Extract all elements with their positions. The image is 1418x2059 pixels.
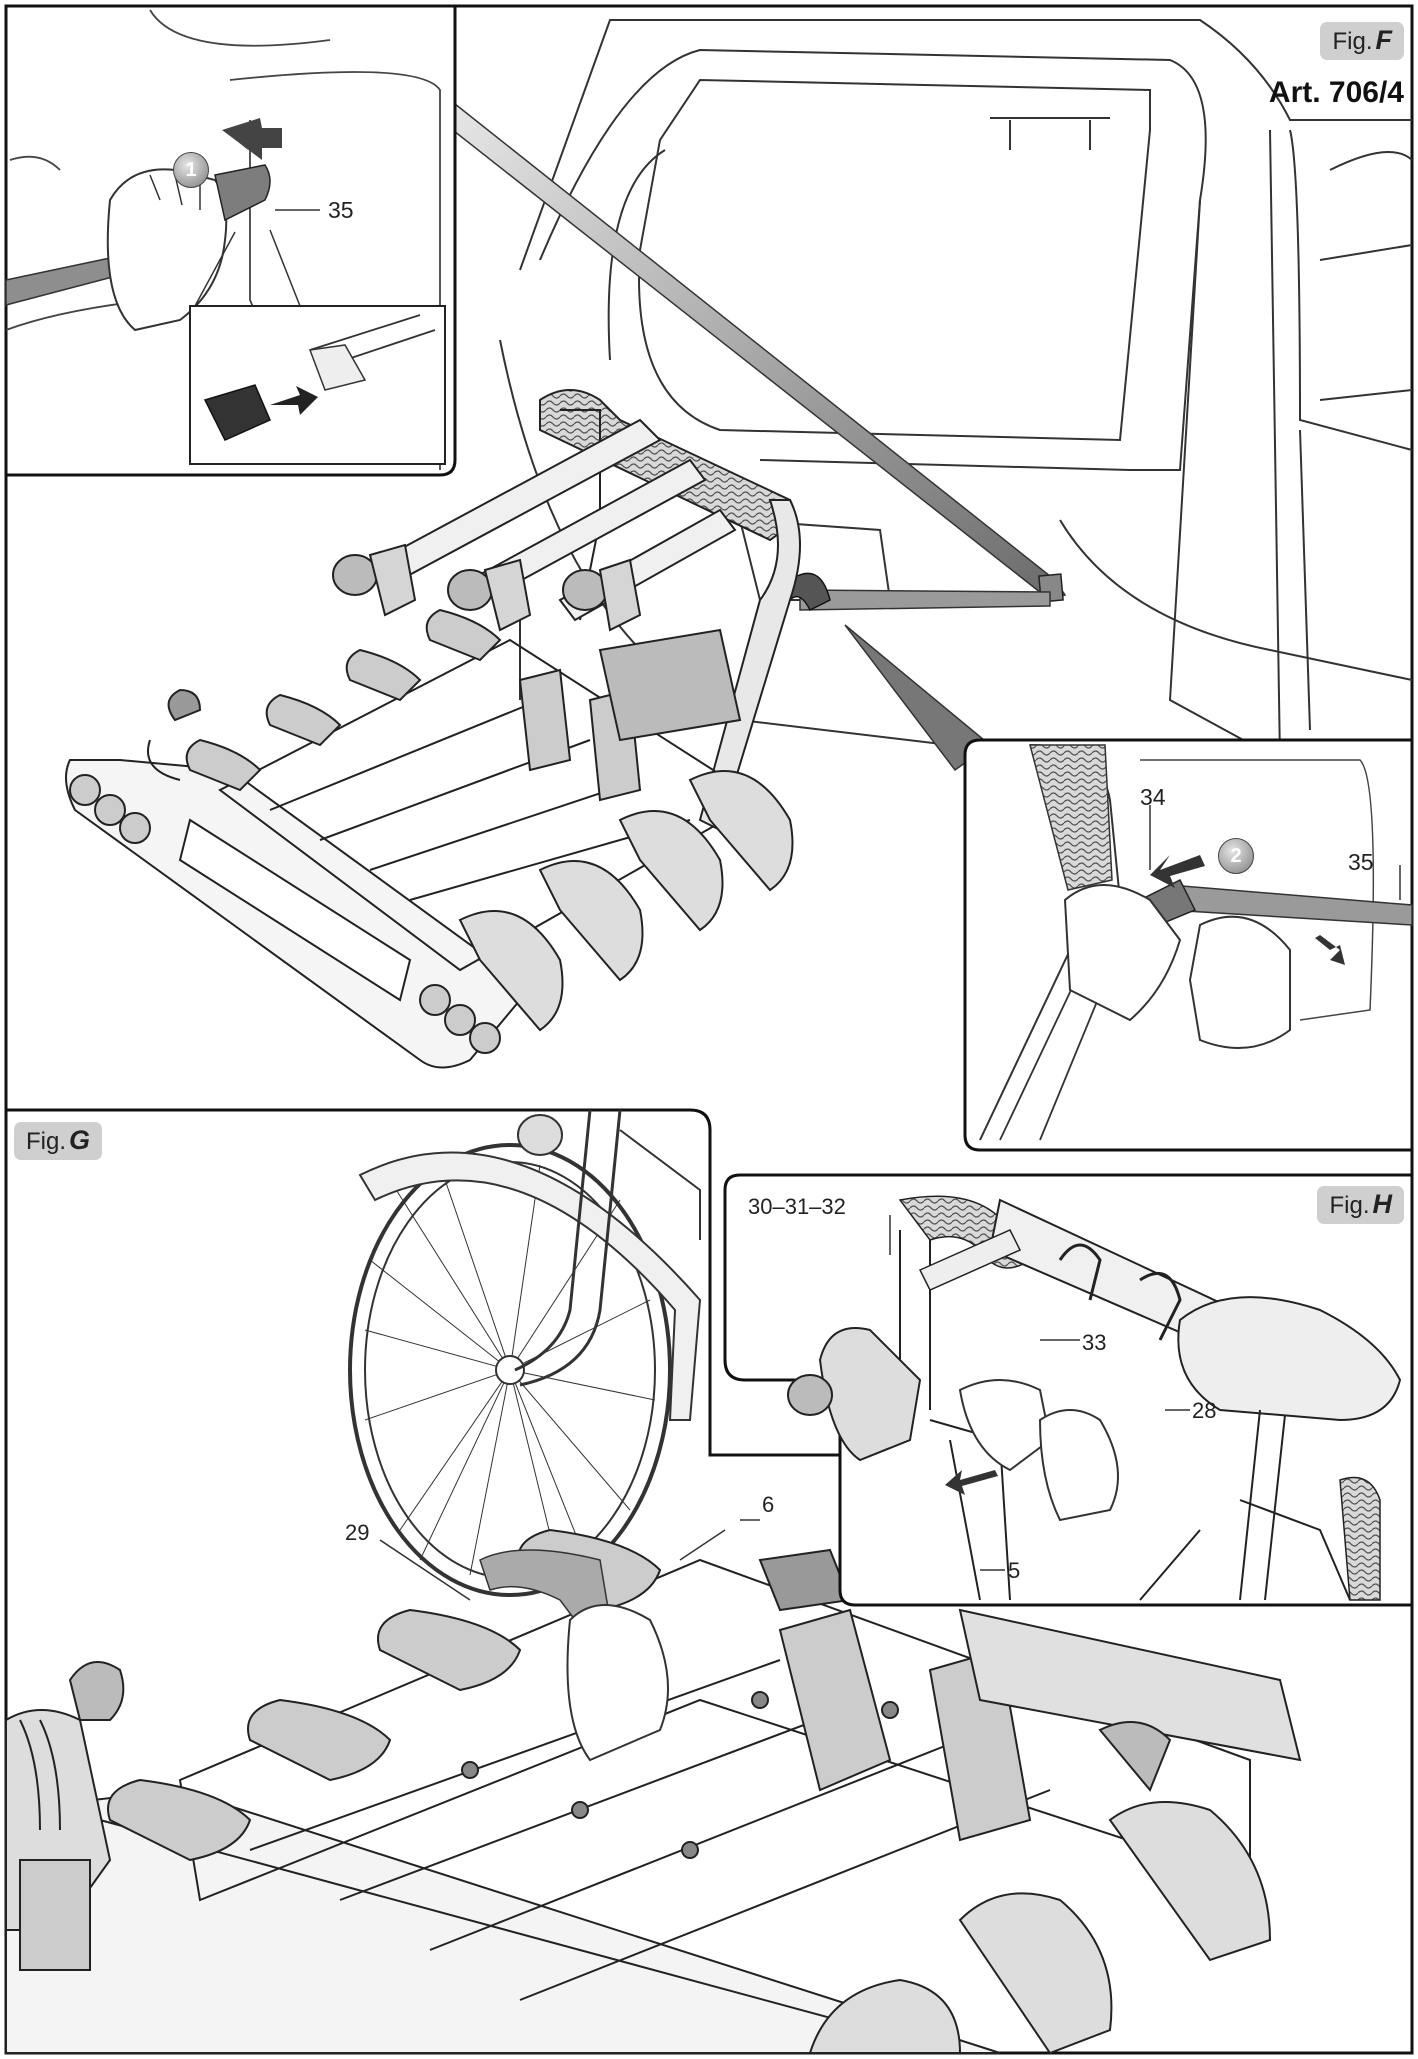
hand-h-2 — [1038, 1409, 1119, 1522]
figure-h-tag: Fig.H — [1317, 1186, 1404, 1224]
bike-carrier-g — [5, 1528, 1302, 2055]
figure-f-letter: F — [1375, 25, 1393, 55]
figure-h-letter: H — [1372, 1189, 1393, 1219]
strap-end-35 — [214, 164, 271, 222]
hand-2 — [1063, 884, 1182, 1022]
bike-carrier-f — [65, 389, 801, 1069]
arrow-clip — [270, 386, 318, 415]
label-5: 5 — [1008, 1558, 1020, 1583]
label-6: 6 — [762, 1492, 774, 1517]
strap-35-lower — [799, 589, 1051, 611]
inset-f-1 — [4, 4, 457, 477]
label-29: 29 — [345, 1520, 369, 1545]
label-35-right: 35 — [1348, 849, 1374, 875]
arrow-2a — [1150, 855, 1205, 888]
arrow-2b — [1315, 935, 1345, 965]
hand-3 — [1188, 915, 1291, 1049]
step-1-badge: 1 — [173, 152, 209, 188]
saddle — [1177, 1296, 1402, 1422]
mudguard — [358, 1151, 702, 1421]
label-35-inset: 35 — [328, 197, 354, 223]
arrow-h — [945, 1470, 998, 1495]
label-28: 28 — [1192, 1398, 1216, 1423]
figure-g-letter: G — [69, 1125, 91, 1155]
detail-box-clip — [189, 305, 446, 465]
figure-g-tag: Fig.G — [14, 1122, 103, 1160]
clip-part — [203, 384, 271, 441]
hand-g — [566, 1604, 669, 1762]
article-number: Art. 706/4 — [1268, 76, 1404, 109]
strap-hook — [789, 572, 831, 612]
label-30-31-32: 30–31–32 — [748, 1194, 846, 1219]
step-2-badge: 2 — [1218, 838, 1254, 874]
hand-h-1 — [958, 1379, 1052, 1472]
figure-h-prefix: Fig. — [1329, 1192, 1370, 1219]
inset-f-2 — [963, 738, 1414, 1152]
fork — [514, 1109, 622, 1387]
label-33: 33 — [1082, 1330, 1106, 1355]
figure-g-prefix: Fig. — [26, 1128, 67, 1155]
figure-g — [5, 1108, 1412, 2055]
label-34: 34 — [1140, 784, 1166, 810]
figure-h — [723, 1173, 1414, 1607]
figure-f-tag: Fig.F — [1320, 22, 1404, 60]
figure-f-prefix: Fig. — [1332, 28, 1373, 55]
